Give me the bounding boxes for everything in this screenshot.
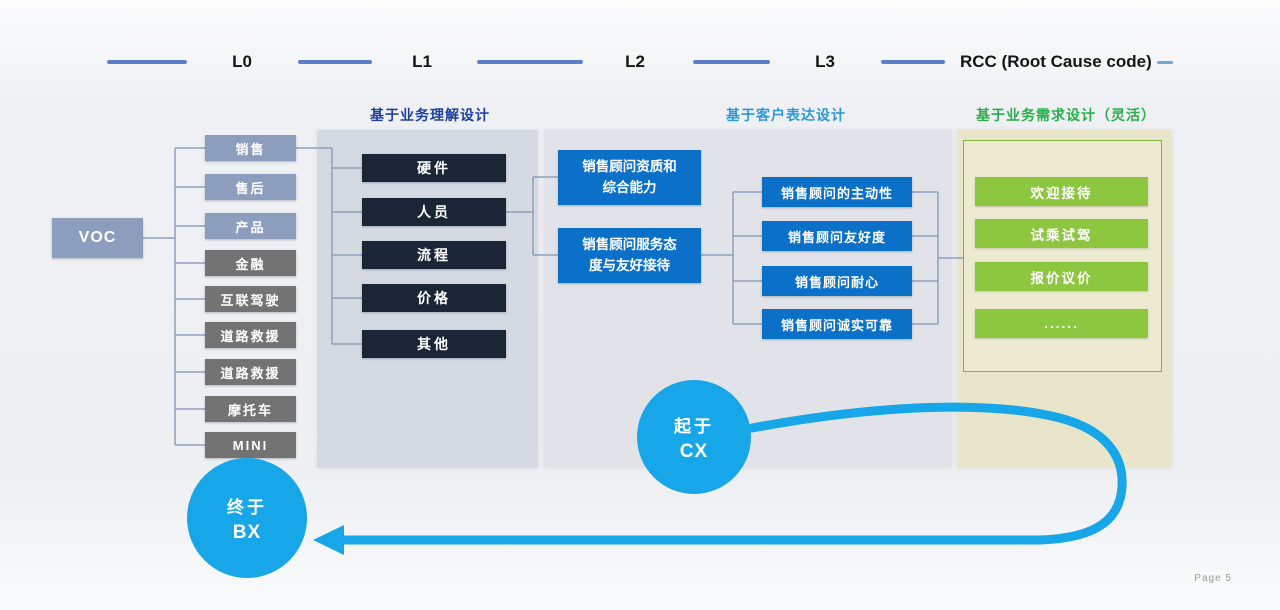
end-circle-code: BX	[232, 521, 262, 543]
header-dash	[881, 60, 945, 64]
l0-box-mini: MINI	[205, 432, 296, 458]
l0-box-finance: 金融	[205, 250, 296, 276]
header-dash	[477, 60, 583, 64]
end-circle-label: 终于	[227, 497, 267, 517]
header-dash	[298, 60, 372, 64]
l0-box-aftersales: 售后	[205, 174, 296, 200]
l0-box-product: 产品	[205, 213, 296, 239]
subtitle-rcc-design: 基于业务需求设计（灵活）	[976, 107, 1156, 123]
l2-box-advisor-attitude: 销售顾问服务态度与友好接待	[558, 228, 701, 283]
level-label-l3: L3	[815, 52, 835, 71]
subtitle-l1-design: 基于业务理解设计	[370, 107, 490, 123]
start-circle-label: 起于	[674, 416, 714, 436]
start-circle-code: CX	[679, 440, 709, 462]
l1-box-process: 流程	[362, 241, 506, 269]
header-dash	[107, 60, 187, 64]
level-label-l2: L2	[625, 52, 645, 71]
l0-box-motorcycle: 摩托车	[205, 396, 296, 422]
subtitle-l3-design: 基于客户表达设计	[726, 107, 846, 123]
l0-box-sales: 销售	[205, 135, 296, 161]
level-label-rcc: RCC (Root Cause code)	[960, 52, 1152, 71]
voc-root-box: VOC	[52, 218, 143, 258]
l0-box-connected-driving: 互联驾驶	[205, 286, 296, 312]
page-number: Page 5	[1194, 573, 1232, 584]
l1-box-price: 价格	[362, 284, 506, 312]
rcc-box-welcome: 欢迎接待	[975, 177, 1148, 206]
l0-box-road-rescue: 道路救援	[205, 322, 296, 348]
l3-box-proactivity: 销售顾问的主动性	[762, 177, 912, 207]
header-dash	[1157, 61, 1173, 64]
l2-box-label: 销售顾问资质和综合能力	[582, 159, 677, 195]
rcc-box-more: ......	[975, 309, 1148, 338]
end-bx-circle: 终于 BX	[187, 458, 307, 578]
l1-box-other: 其他	[362, 330, 506, 358]
level-label-l1: L1	[412, 52, 432, 71]
l2-box-label: 销售顾问服务态度与友好接待	[582, 237, 677, 273]
l3-box-patience: 销售顾问耐心	[762, 266, 912, 296]
l3-box-friendliness: 销售顾问友好度	[762, 221, 912, 251]
l1-box-hardware: 硬件	[362, 154, 506, 182]
rcc-box-test-drive: 试乘试驾	[975, 219, 1148, 248]
l3-box-honesty: 销售顾问诚实可靠	[762, 309, 912, 339]
l2-box-advisor-qualification: 销售顾问资质和综合能力	[558, 150, 701, 205]
start-cx-circle: 起于 CX	[637, 380, 751, 494]
l0-box-road-rescue-2: 道路救援	[205, 359, 296, 385]
l1-box-personnel: 人员	[362, 198, 506, 226]
rcc-box-quotation: 报价议价	[975, 262, 1148, 291]
header-dash	[693, 60, 770, 64]
level-label-l0: L0	[232, 52, 252, 71]
